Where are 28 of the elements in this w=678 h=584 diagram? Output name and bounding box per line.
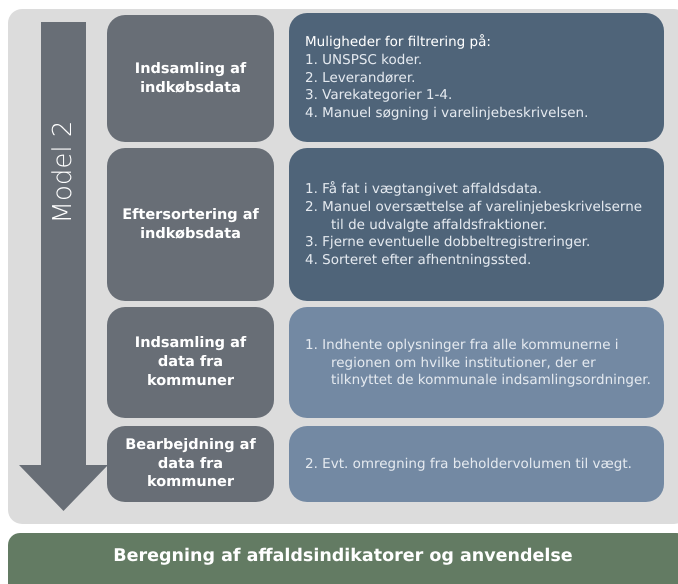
description-box: [289, 307, 664, 418]
list-item: 2. Leverandører.: [305, 70, 416, 88]
list-item: 1. Indhente oplysninger fra alle kommunerne i regionen om hvilke institutioner, der er tilknyttet de kommunale indsamlingsordninger.: [305, 336, 652, 390]
description-box: [289, 148, 664, 301]
description-box: [289, 13, 664, 142]
step-title: Indsamling af data fra kommuner: [134, 334, 248, 391]
step-box: [107, 15, 274, 142]
band-title: Beregning af affaldsindikatorer og anvendelse: [113, 546, 573, 566]
step-title: Indsamling af indkøbsdata: [134, 60, 248, 98]
list-item: 2. Evt. omregning fra beholdervolumen til vægt.: [305, 456, 632, 474]
list-item: 4. Manuel søgning i varelinjebeskrivelsen.: [305, 105, 588, 124]
result-band: [8, 533, 678, 584]
panel-background: [8, 9, 678, 524]
step-box: [107, 307, 274, 418]
description-box: [289, 426, 664, 502]
step-title: Bearbejdning af data fra kommuner: [124, 436, 257, 492]
list-item: 2. Manuel oversættelse af varelinjebeskrivelserne til de udvalgte affaldsfraktioner.: [305, 198, 644, 234]
list-item: 1. UNSPSC koder.: [305, 52, 422, 70]
step-box: [107, 148, 274, 301]
step-title: Eftersortering af indkøbsdata: [121, 206, 260, 244]
list-item: 1. Få fat i vægtangivet affaldsdata.: [305, 180, 542, 199]
list-item: 3. Fjerne eventuelle dobbeltregistreringer.: [305, 234, 590, 252]
arrow-label: Model 2: [48, 120, 78, 224]
list-item: 4. Sorteret efter afhentningssted.: [305, 252, 532, 270]
list-heading: Muligheder for filtrering på:: [305, 34, 491, 52]
step-box: [107, 426, 274, 502]
down-arrow: [19, 22, 109, 512]
list-item: 3. Varekategorier 1-4.: [305, 87, 452, 106]
